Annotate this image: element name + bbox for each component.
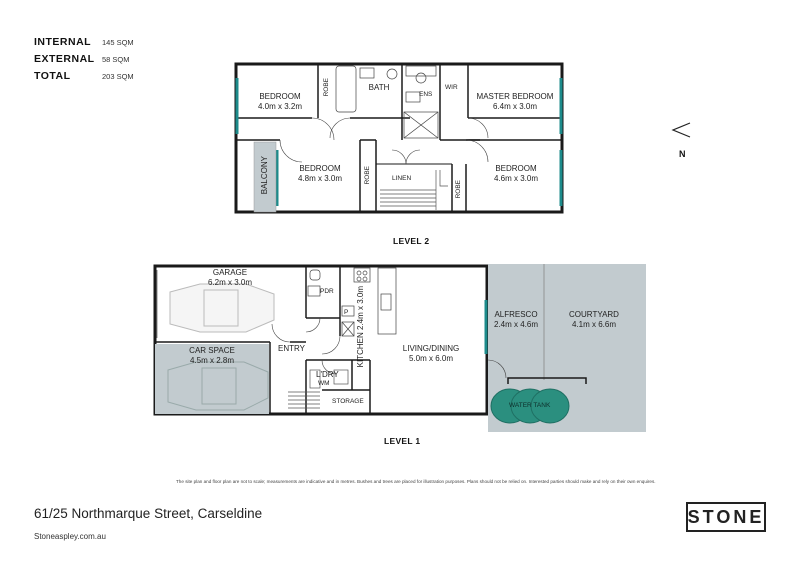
level2-title: LEVEL 2 xyxy=(393,236,430,246)
entry-label: ENTRY xyxy=(278,344,305,353)
level2-doors xyxy=(279,117,489,165)
total-area-label: TOTAL xyxy=(34,70,71,82)
laundry-label: L'DRY xyxy=(316,370,339,379)
internal-area-label: INTERNAL xyxy=(34,36,92,48)
disclaimer-text: The site plan and floor plan are not to … xyxy=(176,479,656,484)
robe-label-1: ROBE xyxy=(323,78,330,97)
car-space-car-icon xyxy=(167,361,269,411)
level1-stairs xyxy=(288,369,349,409)
robe-label-2: ROBE xyxy=(364,166,371,185)
property-address: 61/25 Northmarque Street, Carseldine xyxy=(34,506,263,521)
pdr-label: PDR xyxy=(320,288,334,295)
level1-doors xyxy=(271,317,341,375)
level2-stairs xyxy=(380,170,448,210)
garage-car-icon xyxy=(169,283,275,333)
balcony-label: BALCONY xyxy=(260,156,269,195)
ens-label: ENS xyxy=(419,91,433,98)
balcony-area xyxy=(253,141,277,213)
linen-label: LINEN xyxy=(392,175,412,182)
north-arrow-icon xyxy=(671,122,691,138)
kitchen-label: KITCHEN 2.4m x 3.0m xyxy=(356,286,365,368)
website-link[interactable]: Stoneaspley.com.au xyxy=(34,532,106,541)
level1-title: LEVEL 1 xyxy=(384,436,421,446)
bath-label: BATH xyxy=(368,83,390,92)
brand-logo: STONE xyxy=(686,502,766,532)
level1-walls xyxy=(153,264,489,416)
internal-area-value: 145 SQM xyxy=(102,38,134,47)
total-area-value: 203 SQM xyxy=(102,72,134,81)
wir-label: WIR xyxy=(445,84,458,91)
storage-label: STORAGE xyxy=(332,398,364,405)
level2-windows xyxy=(235,78,563,206)
floor-plan-drawing xyxy=(153,62,646,432)
kitchen-fixtures xyxy=(307,267,397,337)
pantry-label: P xyxy=(344,309,349,316)
robe-label-3: ROBE xyxy=(455,180,462,199)
external-area-label: EXTERNAL xyxy=(34,53,95,65)
external-area-value: 58 SQM xyxy=(102,55,130,64)
water-tank-icon xyxy=(490,388,570,424)
bath-fixtures xyxy=(335,65,439,139)
level2-walls xyxy=(234,62,564,214)
wm-label: WM xyxy=(318,380,330,387)
north-label: N xyxy=(679,149,686,159)
water-tank-label: WATER TANK xyxy=(509,402,551,409)
